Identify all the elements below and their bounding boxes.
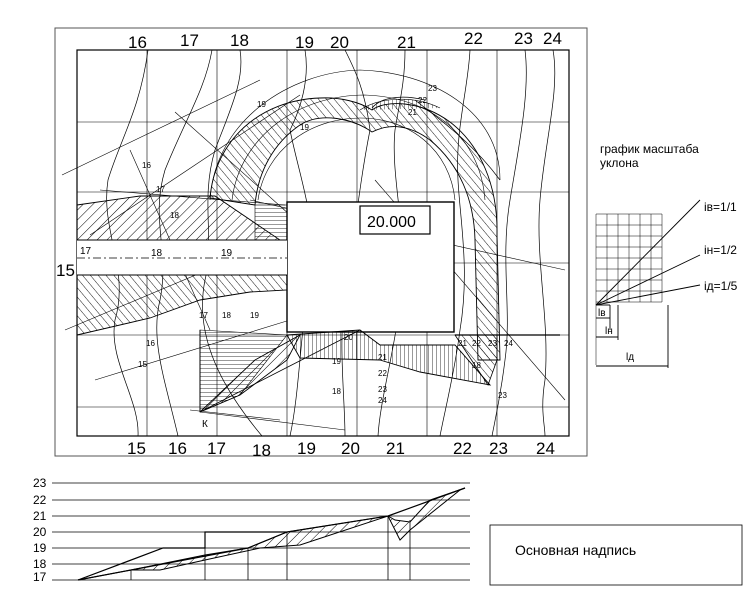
bottom-label: 21 <box>386 439 405 458</box>
profile-level: 17 <box>33 570 47 584</box>
inner-label: 18 <box>151 248 163 259</box>
inner-label: 18 <box>332 387 341 396</box>
inner-label: 19 <box>250 311 259 320</box>
inner-label: 22 <box>472 339 481 348</box>
top-label: 24 <box>543 29 562 48</box>
inner-label: 23 <box>488 339 497 348</box>
top-labels: 16 17 18 19 20 21 22 23 24 <box>128 29 562 52</box>
inner-label: 22 <box>418 96 427 105</box>
embankment-arch <box>209 96 501 361</box>
bottom-label: 22 <box>453 439 472 458</box>
inner-label: 21 <box>458 339 467 348</box>
inner-label: 20 <box>344 333 353 342</box>
profile-level: 20 <box>33 525 47 539</box>
inner-label: 17 <box>199 311 208 320</box>
point-k-label: К <box>202 419 208 430</box>
bottom-label: 19 <box>297 439 316 458</box>
bottom-label: 17 <box>207 439 226 458</box>
profile-level: 21 <box>33 509 47 523</box>
top-label: 20 <box>330 33 349 52</box>
slope-scale-chart: график масштаба уклона <box>595 142 738 368</box>
inner-label: 23 <box>378 385 387 394</box>
inner-labels: 16 17 18 19 17 18 19 15 16 17 18 19 18 1… <box>80 84 513 405</box>
inner-label: 23 <box>428 84 437 93</box>
bottom-slope <box>189 329 560 431</box>
inner-label: 15 <box>138 360 147 369</box>
top-label: 22 <box>464 29 483 48</box>
top-label: 16 <box>128 33 147 52</box>
elevation-box <box>359 205 431 235</box>
title-block-label: Основная надпись <box>515 542 636 558</box>
scale-chart-subtitle: уклона <box>600 156 639 170</box>
profile-level: 18 <box>33 557 47 571</box>
elevation-value: 20.000 <box>367 214 416 231</box>
inner-label: 24 <box>378 396 387 405</box>
bottom-label: 20 <box>341 439 360 458</box>
plan-area: 16 17 18 19 20 21 22 23 24 15 16 17 18 1… <box>54 27 588 460</box>
inner-label: 16 <box>146 339 155 348</box>
road-embankments <box>76 195 288 336</box>
slope-label-d: iд=1/5 <box>704 279 738 293</box>
top-label: 21 <box>397 33 416 52</box>
dim-label-d: lд <box>626 352 634 363</box>
bottom-label: 15 <box>127 439 146 458</box>
slope-label-v: iв=1/1 <box>704 200 737 214</box>
inner-label: 19 <box>332 357 341 366</box>
inner-label: 19 <box>257 100 266 109</box>
left-label: 15 <box>56 261 75 280</box>
top-label: 17 <box>180 31 199 50</box>
dim-label-v: lв <box>598 308 606 319</box>
inner-label: 17 <box>156 185 165 194</box>
inner-label: 18 <box>472 361 481 370</box>
profile-level: 23 <box>33 476 47 490</box>
inner-label: 21 <box>378 353 387 362</box>
inner-label: 18 <box>170 211 179 220</box>
inner-label: 17 <box>80 246 92 257</box>
dim-label-n: lн <box>605 326 613 337</box>
bottom-label: 18 <box>252 441 271 460</box>
inner-label: 19 <box>300 123 309 132</box>
bottom-labels: 15 16 17 18 19 20 21 22 23 24 <box>127 439 555 460</box>
profile-level: 19 <box>33 541 47 555</box>
bottom-label: 24 <box>536 439 555 458</box>
inner-label: 21 <box>408 108 417 117</box>
plan-outer-frame <box>54 27 588 457</box>
scale-chart-title: график масштаба <box>600 142 699 156</box>
bottom-label: 23 <box>489 439 508 458</box>
inner-label: 23 <box>498 391 507 400</box>
inner-label: 18 <box>222 311 231 320</box>
inner-label: 19 <box>221 248 233 259</box>
inner-label: 16 <box>142 161 151 170</box>
top-label: 18 <box>230 31 249 50</box>
profile-level: 22 <box>33 493 47 507</box>
title-block: Основная надпись <box>489 524 743 586</box>
inner-label: 24 <box>504 339 513 348</box>
inner-label: 22 <box>378 369 387 378</box>
slope-label-n: iн=1/2 <box>704 243 737 257</box>
top-label: 23 <box>514 29 533 48</box>
bottom-label: 16 <box>168 439 187 458</box>
top-label: 19 <box>295 33 314 52</box>
profile-chart: 23 22 21 20 19 18 17 <box>33 476 470 584</box>
